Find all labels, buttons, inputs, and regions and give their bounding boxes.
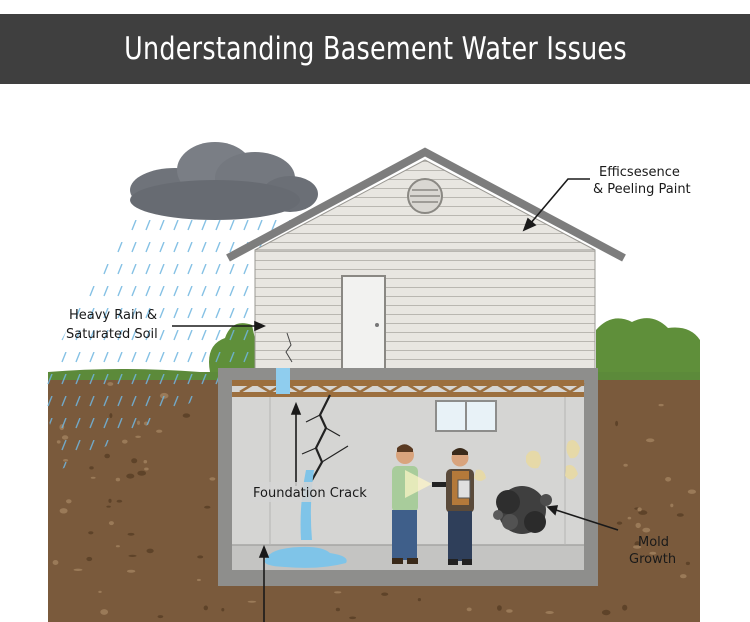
soil-speckle: [221, 608, 225, 612]
inspector-figure: [405, 448, 474, 565]
soil-speckle: [126, 569, 136, 573]
soil-speckle: [135, 435, 142, 438]
soil-speckle: [616, 521, 623, 525]
soil-speckle: [204, 505, 211, 509]
soil-speckle: [649, 551, 657, 555]
soil-speckle: [100, 609, 109, 615]
soil-speckle: [658, 403, 664, 407]
soil-speckle: [627, 516, 632, 520]
soil-speckle: [131, 458, 138, 464]
soil-speckle: [545, 611, 554, 614]
soil-speckle: [115, 545, 120, 548]
flashlight-icon: [432, 482, 446, 487]
soil-speckle: [506, 609, 513, 613]
callout-labels: Efficsesence & Peeling Paint Heavy Rain …: [66, 165, 691, 567]
soil-speckle: [466, 607, 472, 612]
soil-speckle: [144, 467, 149, 471]
soil-speckle: [137, 470, 146, 476]
soil-speckle: [108, 521, 114, 526]
soil-speckle: [637, 507, 642, 512]
soil-speckle: [680, 574, 687, 579]
soil-speckle: [90, 476, 96, 479]
soil-speckle: [633, 545, 642, 549]
soil-speckle: [106, 505, 111, 508]
soil-speckle: [665, 477, 672, 482]
water-puddle: [264, 546, 347, 568]
soil-speckle: [381, 592, 389, 596]
soil-speckle: [676, 513, 684, 517]
house: [226, 147, 626, 371]
soil-speckle: [615, 420, 619, 427]
rain-label-line2: Saturated Soil: [66, 327, 158, 342]
soil-speckle: [59, 508, 68, 514]
soil-speckle: [497, 605, 502, 611]
page-title: Understanding Basement Water Issues: [123, 31, 627, 67]
soil-speckle: [196, 578, 201, 582]
soil-speckle: [127, 532, 135, 536]
soil-speckle: [670, 503, 674, 508]
rain-label-line1: Heavy Rain &: [69, 308, 157, 323]
soil-speckle: [638, 510, 648, 515]
water-entry: [276, 368, 290, 394]
soil-speckle: [128, 554, 137, 558]
soil-speckle: [197, 555, 204, 559]
soil-speckle: [349, 616, 357, 620]
efflorescence-label-line2: & Peeling Paint: [593, 182, 691, 197]
crack-label: Foundation Crack: [253, 486, 367, 501]
rain: [40, 212, 300, 470]
efflorescence-label-line1: Efficsesence: [599, 165, 680, 180]
mold-label-line2: Growth: [629, 552, 676, 567]
clipboard-icon: [457, 479, 471, 499]
rain-cloud: [130, 142, 318, 220]
soil-speckle: [209, 477, 216, 481]
soil-speckle: [86, 556, 93, 562]
efflorescence-patches: [474, 440, 580, 481]
soil-speckle: [622, 604, 628, 611]
soil-speckle: [52, 560, 59, 565]
soil-speckle: [417, 598, 421, 602]
soil-speckle: [182, 413, 191, 418]
soil-speckle: [601, 609, 611, 616]
soil-speckle: [66, 499, 72, 504]
soil-speckle: [203, 605, 208, 611]
soil-speckle: [635, 522, 641, 529]
soil-speckle: [157, 615, 164, 619]
soil-speckle: [73, 568, 83, 571]
soil-speckle: [88, 531, 94, 535]
soil-speckle: [247, 600, 257, 603]
mold-patch: [493, 486, 552, 534]
soil-speckle: [108, 498, 112, 503]
soil-speckle: [642, 527, 651, 533]
mold-label-line1: Mold: [638, 535, 669, 550]
soil-speckle: [115, 477, 121, 482]
soil-speckle: [687, 489, 697, 494]
soil-speckle: [122, 439, 128, 444]
callout-arrows: [172, 178, 619, 622]
soil-speckle: [646, 438, 655, 443]
soil-speckle: [104, 453, 110, 459]
soil-speckle: [146, 548, 154, 554]
soil-speckle: [156, 429, 163, 433]
title-bar: Understanding Basement Water Issues: [0, 14, 750, 84]
soil-speckle: [623, 463, 628, 467]
soil-speckle: [98, 590, 102, 594]
soil-speckle: [89, 466, 94, 470]
soil-speckle: [685, 561, 691, 566]
soil-speckle: [335, 607, 340, 612]
soil-speckle: [126, 473, 135, 479]
door: [341, 275, 386, 371]
soil-speckle: [334, 591, 342, 594]
soil-speckle: [143, 460, 148, 464]
foundation-crack: [311, 394, 331, 481]
soil-speckle: [116, 499, 123, 503]
